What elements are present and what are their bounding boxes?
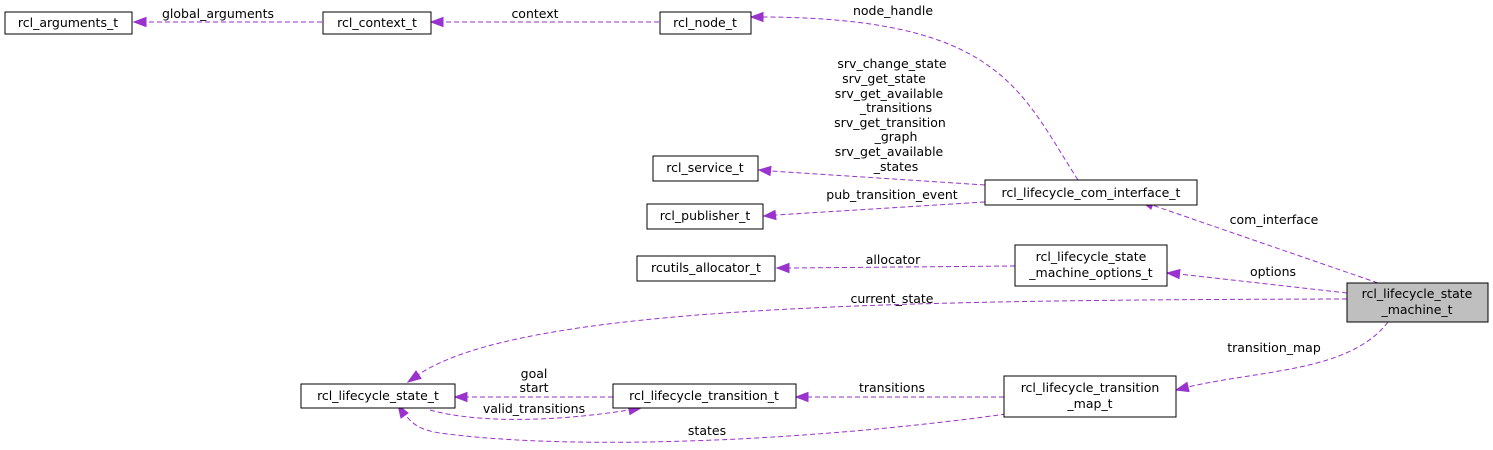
edge-global-arguments: global_arguments [132,6,322,28]
edge-allocator: allocator [775,252,1016,274]
node-rcl-lifecycle-state-machine-t[interactable]: rcl_lifecycle_state _machine_t [1346,282,1489,323]
svg-text:_graph: _graph [874,129,918,144]
edge-transitions: transitions [794,380,1004,403]
svg-text:srv_get_state: srv_get_state [842,71,926,86]
edge-label-pub-transition-event: pub_transition_event [826,187,958,202]
edge-transition-map: transition_map [1174,321,1389,393]
svg-text:srv_get_available: srv_get_available [835,144,944,159]
edge-states: states [397,403,1007,443]
node-rcl-arguments-t[interactable]: rcl_arguments_t [4,11,133,35]
edge-label-com-interface: com_interface [1230,212,1319,227]
edge-pub-transition-event: pub_transition_event [762,187,986,221]
edge-label-node-handle: node_handle [853,3,933,18]
edge-label-options: options [1250,264,1296,279]
svg-text:rcl_context_t: rcl_context_t [337,15,417,30]
svg-text:rcl_arguments_t: rcl_arguments_t [18,15,118,30]
svg-text:rcl_lifecycle_transition: rcl_lifecycle_transition [1021,380,1160,395]
edge-valid-transitions: valid_transitions [429,401,643,420]
svg-text:rcl_lifecycle_com_interface_t: rcl_lifecycle_com_interface_t [1002,185,1181,200]
svg-text:_machine_options_t: _machine_options_t [1028,265,1153,280]
svg-text:_transitions: _transitions [859,100,932,115]
node-rcl-lifecycle-transition-t[interactable]: rcl_lifecycle_transition_t [612,383,797,409]
node-rcl-publisher-t[interactable]: rcl_publisher_t [646,203,764,230]
svg-text:rcl_service_t: rcl_service_t [666,160,743,175]
edge-label-transition-map: transition_map [1227,340,1321,355]
edge-label-services: srv_change_state srv_get_state srv_get_a… [834,56,947,174]
edge-label-global-arguments: global_arguments [162,6,274,21]
node-rcl-lifecycle-state-t[interactable]: rcl_lifecycle_state_t [300,383,456,409]
svg-text:rcl_lifecycle_transition_t: rcl_lifecycle_transition_t [629,388,779,403]
svg-text:rcl_lifecycle_state: rcl_lifecycle_state [1036,249,1147,264]
edge-label-states: states [688,423,726,438]
svg-text:rcl_lifecycle_state_t: rcl_lifecycle_state_t [317,388,439,403]
svg-text:_map_t: _map_t [1066,396,1112,411]
svg-text:srv_get_transition: srv_get_transition [834,115,946,130]
node-rcl-service-t[interactable]: rcl_service_t [652,155,759,182]
edge-label-allocator: allocator [866,252,921,267]
edge-context: context [429,6,659,28]
edge-current-state: current_state [406,291,1348,383]
edge-label-transitions: transitions [859,380,925,395]
edge-node-handle: node_handle [749,3,1079,181]
node-rcl-lifecycle-state-machine-options-t[interactable]: rcl_lifecycle_state _machine_options_t [1014,244,1168,287]
edge-label-current-state: current_state [850,291,933,306]
edge-label-goal-start: goal start [519,366,548,395]
edge-label-valid-transitions: valid_transitions [483,401,585,416]
svg-text:_states: _states [873,159,918,174]
svg-text:_machine_t: _machine_t [1380,302,1452,317]
node-rcl-context-t[interactable]: rcl_context_t [322,11,432,35]
node-rcutils-allocator-t[interactable]: rcutils_allocator_t [636,255,776,282]
svg-text:goal: goal [521,366,548,381]
node-rcl-lifecycle-transition-map-t[interactable]: rcl_lifecycle_transition _map_t [1003,375,1177,418]
node-rcl-node-t[interactable]: rcl_node_t [659,11,752,35]
node-rcl-lifecycle-com-interface-t[interactable]: rcl_lifecycle_com_interface_t [984,179,1198,206]
svg-text:start: start [519,380,548,395]
edge-options: options [1165,264,1348,294]
svg-text:rcl_publisher_t: rcl_publisher_t [660,208,751,223]
svg-text:rcutils_allocator_t: rcutils_allocator_t [651,260,761,275]
edge-label-context: context [511,6,558,21]
svg-text:srv_change_state: srv_change_state [837,56,947,71]
svg-text:srv_get_available: srv_get_available [835,86,944,101]
edge-goal-start: goal start [453,366,613,403]
svg-text:rcl_node_t: rcl_node_t [673,15,737,30]
edge-services: srv_change_state srv_get_state srv_get_a… [757,56,986,186]
svg-text:rcl_lifecycle_state: rcl_lifecycle_state [1362,286,1473,301]
